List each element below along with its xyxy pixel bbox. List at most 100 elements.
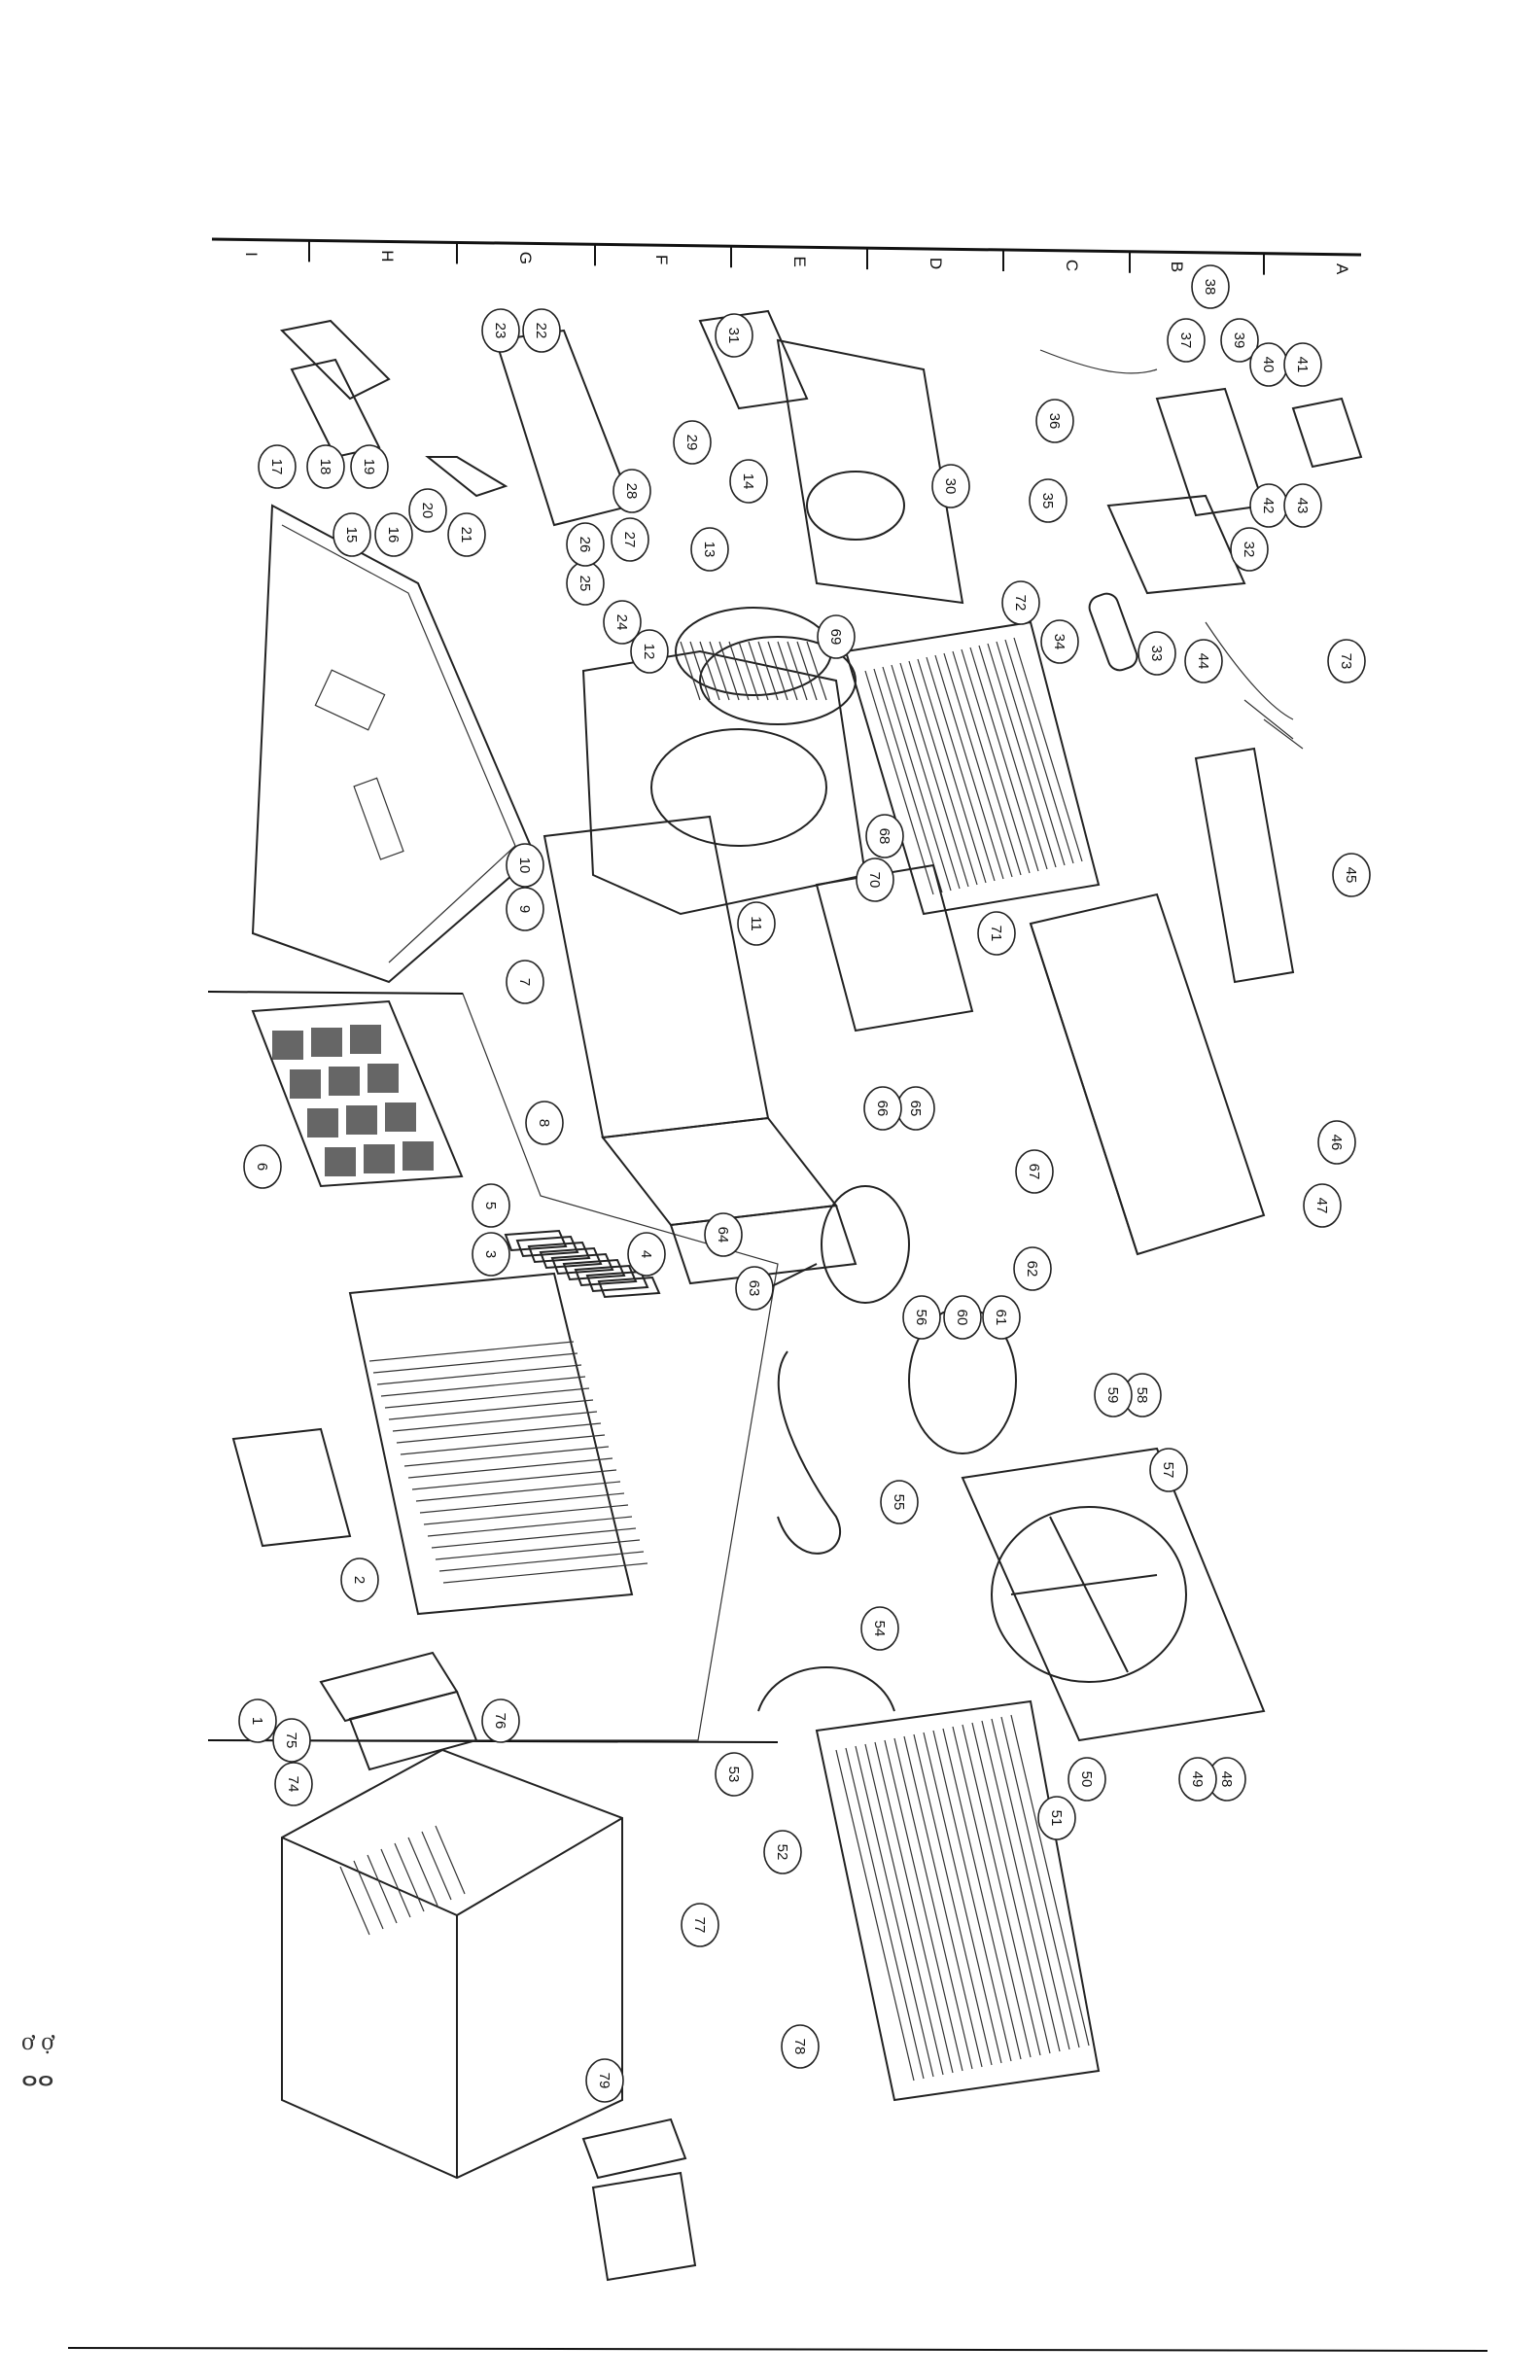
callout-33: 33 bbox=[1138, 631, 1176, 676]
hatch-line bbox=[689, 641, 711, 701]
callout-23: 23 bbox=[481, 308, 520, 353]
hatch-line bbox=[718, 641, 740, 701]
hatch-line bbox=[396, 1422, 602, 1444]
callout-number: 69 bbox=[827, 629, 844, 646]
hatch-line bbox=[991, 1718, 1070, 2050]
filter-cell bbox=[350, 1025, 381, 1054]
louver-blades-part bbox=[504, 1229, 661, 1299]
callout-number: 34 bbox=[1051, 634, 1068, 650]
callout-70: 70 bbox=[856, 858, 894, 902]
callout-66: 66 bbox=[863, 1086, 902, 1131]
callout-number: 38 bbox=[1202, 279, 1218, 296]
callout-number: 16 bbox=[385, 527, 402, 543]
callout-number: 36 bbox=[1046, 413, 1063, 430]
hatch-line bbox=[380, 1848, 411, 1918]
filter-cell bbox=[368, 1064, 399, 1093]
power-cord-part bbox=[1039, 349, 1158, 374]
hatch-line bbox=[891, 664, 961, 890]
callout-number: 33 bbox=[1148, 646, 1165, 662]
evaporator-coil-part bbox=[844, 620, 1101, 916]
callout-number: 9 bbox=[516, 905, 533, 913]
hatch-line bbox=[934, 654, 1004, 880]
condenser-fan-shroud-part bbox=[961, 1447, 1266, 1742]
filter-cell bbox=[346, 1105, 377, 1135]
hatch-line bbox=[728, 641, 750, 701]
callout-26: 26 bbox=[566, 522, 605, 567]
callout-number: 13 bbox=[701, 542, 718, 558]
hatch-line bbox=[952, 650, 1022, 876]
callout-42: 42 bbox=[1249, 483, 1288, 528]
callout-number: 17 bbox=[268, 459, 285, 475]
hatch-line bbox=[415, 1481, 621, 1502]
hatch-line bbox=[376, 1364, 582, 1385]
hatch-line bbox=[835, 1749, 915, 2082]
callout-38: 38 bbox=[1191, 264, 1230, 309]
callout-63: 63 bbox=[735, 1266, 774, 1311]
callout-61: 61 bbox=[982, 1295, 1021, 1340]
electrical-panel-part bbox=[494, 329, 634, 527]
louver-blade bbox=[574, 1264, 638, 1287]
hatch-line bbox=[806, 641, 827, 701]
callout-number: 3 bbox=[482, 1250, 499, 1258]
hatch-line bbox=[917, 658, 987, 884]
hatch-line bbox=[442, 1562, 648, 1584]
callout-number: 26 bbox=[577, 537, 593, 553]
hatch-line bbox=[427, 1516, 633, 1537]
callout-number: 66 bbox=[874, 1101, 891, 1117]
callout-71: 71 bbox=[977, 911, 1016, 956]
condenser-coil-part bbox=[757, 1666, 1101, 2102]
hatch-line bbox=[926, 656, 996, 882]
callout-number: 54 bbox=[871, 1621, 888, 1637]
callout-number: 14 bbox=[740, 473, 756, 490]
callout-49: 49 bbox=[1178, 1757, 1217, 1802]
zone-letter: H bbox=[378, 250, 397, 262]
corner-mark-top: ơ ợ bbox=[21, 2027, 55, 2055]
zone-letter: D bbox=[927, 258, 945, 269]
callout-53: 53 bbox=[715, 1752, 753, 1797]
callout-number: 31 bbox=[725, 328, 742, 344]
callout-number: 1 bbox=[249, 1717, 265, 1725]
callout-number: 56 bbox=[913, 1310, 929, 1326]
callout-number: 58 bbox=[1134, 1387, 1150, 1404]
callout-52: 52 bbox=[763, 1830, 802, 1874]
callout-21: 21 bbox=[447, 512, 486, 557]
callout-number: 23 bbox=[492, 323, 508, 339]
callout-56: 56 bbox=[902, 1295, 941, 1340]
hatch-line bbox=[908, 660, 978, 886]
callout-number: 61 bbox=[993, 1310, 1009, 1326]
louver-blade bbox=[585, 1270, 649, 1293]
hatch-line bbox=[423, 1504, 629, 1525]
callout-58: 58 bbox=[1123, 1373, 1162, 1418]
callout-number: 43 bbox=[1294, 498, 1311, 514]
callout-64: 64 bbox=[704, 1212, 743, 1257]
hatch-line bbox=[962, 1724, 1041, 2056]
callout-number: 39 bbox=[1231, 332, 1247, 349]
front-grille-part bbox=[231, 1272, 648, 1616]
callout-44: 44 bbox=[1184, 639, 1223, 683]
callout-69: 69 bbox=[817, 614, 856, 659]
callout-number: 37 bbox=[1177, 332, 1194, 349]
callout-54: 54 bbox=[860, 1606, 899, 1651]
hatch-line bbox=[407, 1457, 613, 1479]
callout-number: 25 bbox=[577, 576, 593, 592]
hatch-line bbox=[392, 1411, 598, 1432]
callout-number: 18 bbox=[317, 459, 333, 475]
hatch-line bbox=[969, 647, 1039, 872]
callout-1: 1 bbox=[238, 1698, 277, 1743]
callout-number: 60 bbox=[954, 1310, 970, 1326]
motor-mount-part bbox=[815, 863, 974, 1032]
callout-number: 52 bbox=[774, 1844, 790, 1861]
hatch-line bbox=[777, 641, 798, 701]
zone-letter: G bbox=[516, 252, 535, 264]
callout-number: 30 bbox=[942, 478, 959, 495]
hatch-line bbox=[952, 1726, 1032, 2058]
hatch-line bbox=[411, 1469, 617, 1490]
hatch-line bbox=[407, 1837, 438, 1907]
filter-cell bbox=[311, 1028, 342, 1057]
callout-62: 62 bbox=[1013, 1246, 1052, 1291]
hatch-line bbox=[882, 666, 952, 892]
callout-number: 12 bbox=[641, 644, 657, 660]
callout-number: 51 bbox=[1048, 1810, 1065, 1827]
